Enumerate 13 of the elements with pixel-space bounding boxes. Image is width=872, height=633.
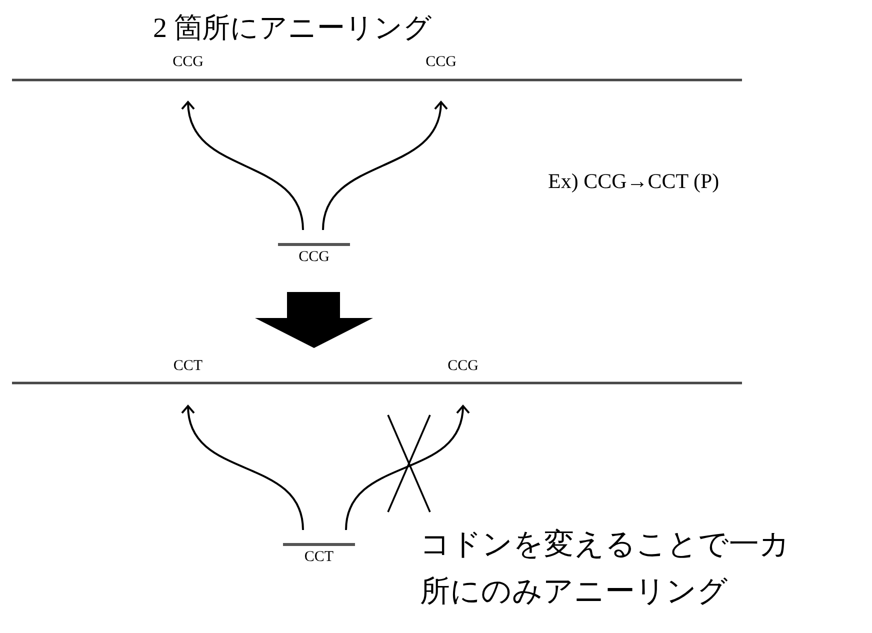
annotation-text: 2 箇所にアニーリング [153, 12, 432, 46]
codon-label: CCG [424, 53, 458, 72]
annotation-text: コドンを変えることで一カ所にのみアニーリング [420, 527, 791, 610]
codon-label: CCG [172, 53, 204, 72]
curved-arrow [182, 101, 304, 230]
codon-label: CCG [446, 357, 480, 376]
codon-label: CCT [172, 357, 204, 376]
example-note: Ex) CCG→CCT (P) [548, 168, 720, 195]
curved-arrow [182, 405, 304, 530]
curved-arrow [345, 405, 469, 530]
curved-arrow [322, 101, 447, 230]
primer-sequence: CCT [303, 548, 335, 567]
primer-sequence: CCG [298, 248, 330, 267]
